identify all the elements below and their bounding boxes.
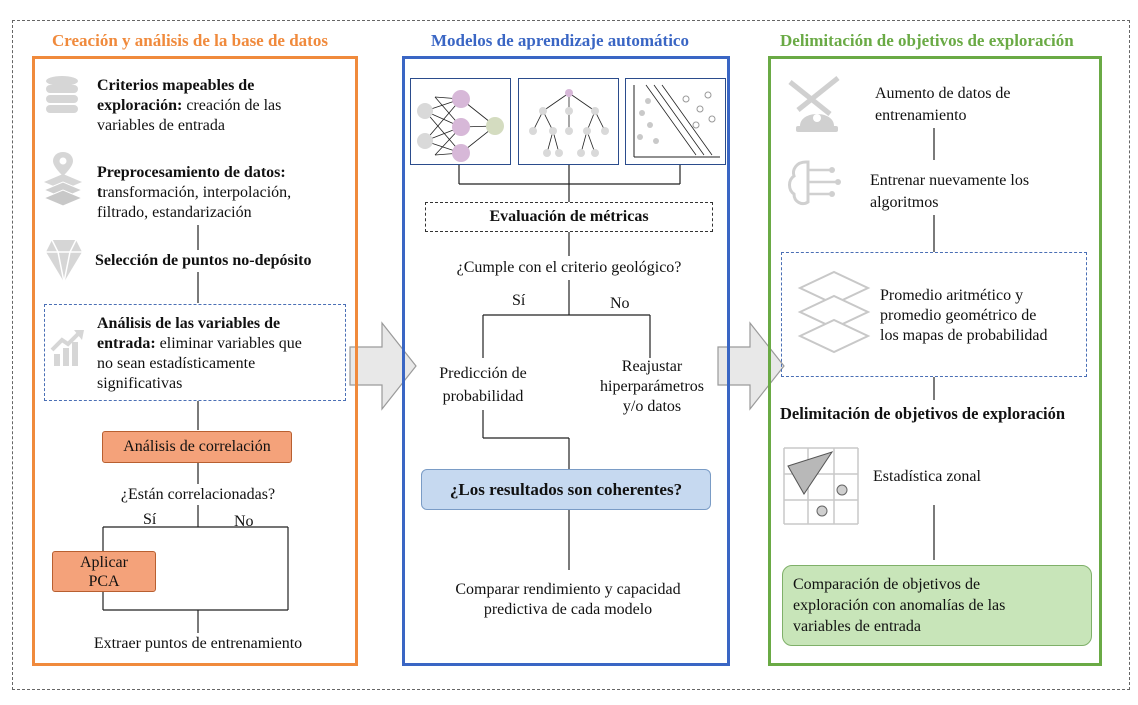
comparison-box: Comparación de objetivos de exploración … bbox=[782, 565, 1092, 646]
comparison-line1: Comparación de objetivos de bbox=[793, 576, 981, 593]
readjust-hyperparameters: Reajustar hiperparámetros y/o datos bbox=[585, 357, 719, 417]
left-item-variables: Análisis de las variables de entrada: el… bbox=[97, 314, 342, 394]
compare-line2: predictiva de cada modelo bbox=[483, 601, 653, 618]
brain-circuit-icon bbox=[788, 160, 841, 206]
readjust-line2: hiperparámetros bbox=[600, 378, 704, 395]
comparison-line2: exploración con anomalías de las bbox=[793, 597, 1006, 614]
layers-icon bbox=[42, 152, 84, 207]
preprocessing-line3: filtrado, estandarización bbox=[97, 204, 252, 221]
preprocessing-rest1: t bbox=[97, 184, 103, 201]
readjust-line3: y/o datos bbox=[622, 398, 682, 415]
left-panel bbox=[32, 56, 358, 666]
svm-thumbnail bbox=[625, 78, 726, 165]
average-line3: los mapas de probabilidad bbox=[880, 327, 1048, 344]
neural-network-icon bbox=[417, 90, 504, 162]
middle-column-title: Modelos de aprendizaje automático bbox=[431, 31, 689, 50]
criteria-bold-2: exploración: bbox=[97, 97, 183, 114]
average-line1: Promedio aritmético y bbox=[880, 287, 1024, 304]
svm-scatter-icon bbox=[633, 84, 720, 158]
variables-analysis-box bbox=[44, 304, 346, 401]
left-yes-label: Sí bbox=[143, 511, 157, 528]
augment-line2: entrenamiento bbox=[875, 107, 967, 124]
left-item-criteria: Criterios mapeables de exploración: crea… bbox=[97, 76, 347, 136]
pca-line1: Aplicar bbox=[80, 554, 128, 571]
average-probability-maps: Promedio aritmético y promedio geométric… bbox=[880, 286, 1085, 346]
middle-yes-label: Sí bbox=[512, 292, 526, 309]
variables-bold: Análisis de las variables de bbox=[97, 315, 281, 332]
metrics-evaluation-box bbox=[425, 202, 713, 232]
left-item-preprocessing: Preprocesamiento de datos: transformació… bbox=[97, 163, 352, 223]
variables-bold-2: entrada: bbox=[97, 335, 156, 352]
preprocessing-bold: Preprocesamiento de datos: bbox=[97, 164, 286, 181]
variables-line4: significativas bbox=[97, 375, 183, 392]
compare-line1: Comparar rendimiento y capacidad bbox=[455, 581, 681, 598]
compare-models: Comparar rendimiento y capacidad predict… bbox=[418, 580, 718, 620]
neural-network-thumbnail bbox=[410, 78, 511, 165]
right-panel bbox=[768, 56, 1102, 666]
variables-line3: no sean estadísticamente bbox=[97, 355, 256, 372]
right-column-title: Delimitación de objetivos de exploración bbox=[780, 31, 1074, 50]
middle-no-label: No bbox=[610, 295, 630, 312]
criteria-bold-line: Criterios mapeables de bbox=[97, 77, 255, 94]
probability-prediction: Predicción de probabilidad bbox=[418, 364, 548, 407]
preprocessing-rest2: ransformación, interpolación, bbox=[102, 184, 292, 201]
diamond-icon bbox=[46, 239, 82, 283]
variables-rest: eliminar variables que bbox=[155, 335, 302, 352]
pred-line1: Predicción de bbox=[439, 365, 527, 382]
probability-average-box bbox=[781, 252, 1087, 377]
comparison-line3: variables de entrada bbox=[793, 618, 921, 635]
retrain-algorithms: Entrenar nuevamente los algoritmos bbox=[870, 171, 1085, 213]
pred-line2: probabilidad bbox=[442, 388, 524, 405]
zonal-statistics: Estadística zonal bbox=[873, 468, 981, 485]
stacked-layers-icon bbox=[797, 270, 871, 354]
correlation-analysis-box: Análisis de correlación bbox=[102, 431, 292, 463]
correlation-question: ¿Están correlacionadas? bbox=[120, 486, 276, 503]
geological-criterion-question: ¿Cumple con el criterio geológico? bbox=[456, 259, 682, 276]
extract-training-points: Extraer puntos de entrenamiento bbox=[93, 635, 303, 652]
retrain-line1: Entrenar nuevamente los bbox=[870, 172, 1030, 189]
outer-dashed-frame bbox=[12, 20, 1130, 690]
readjust-line1: Reajustar bbox=[621, 358, 683, 375]
growth-chart-icon bbox=[50, 330, 84, 366]
metrics-evaluation-label: Evaluación de métricas bbox=[489, 208, 649, 225]
retrain-line2: algoritmos bbox=[870, 194, 939, 211]
middle-panel bbox=[402, 56, 730, 666]
mining-helmet-icon bbox=[788, 76, 840, 132]
left-no-label: No bbox=[234, 513, 254, 530]
decision-tree-thumbnail bbox=[518, 78, 619, 165]
decision-tree-icon bbox=[529, 89, 609, 157]
left-item-selection: Selección de puntos no-depósito bbox=[95, 252, 312, 269]
coherent-results-box: ¿Los resultados son coherentes? bbox=[421, 469, 711, 510]
augment-line1: Aumento de datos de bbox=[875, 85, 1011, 102]
left-column-title: Creación y análisis de la base de datos bbox=[52, 31, 328, 50]
average-line2: promedio geométrico de bbox=[880, 307, 1037, 324]
target-delimitation-heading: Delimitación de objetivos de exploración bbox=[780, 404, 1066, 423]
zonal-grid-icon bbox=[783, 447, 859, 525]
criteria-rest: creación de las bbox=[182, 97, 282, 114]
apply-pca-box: Aplicar PCA bbox=[52, 551, 156, 592]
criteria-line3: variables de entrada bbox=[97, 117, 225, 134]
pca-line2: PCA bbox=[88, 573, 120, 590]
database-icon bbox=[46, 76, 78, 113]
augment-training-data: Aumento de datos de entrenamiento bbox=[875, 84, 1085, 126]
